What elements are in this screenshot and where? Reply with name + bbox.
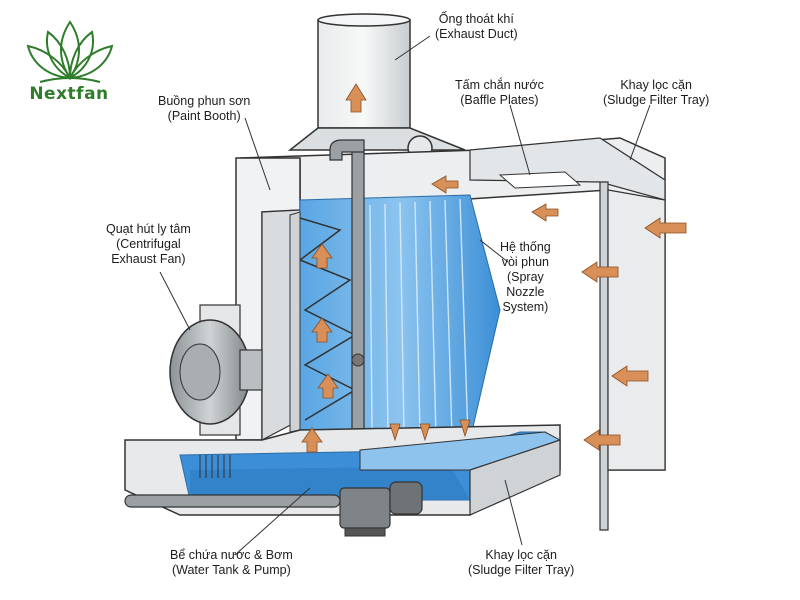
label-spray-nozzle: Hệ thống vòi phun (Spray Nozzle System) bbox=[500, 240, 551, 315]
label-baffle-plates: Tấm chắn nước (Baffle Plates) bbox=[455, 78, 544, 108]
label-centrifugal-fan-vi: Quạt hút ly tâm bbox=[106, 222, 191, 236]
label-paint-booth-vi: Buồng phun sơn bbox=[158, 94, 251, 108]
label-exhaust-duct-en: (Exhaust Duct) bbox=[435, 27, 518, 41]
leader-lines bbox=[159, 35, 651, 556]
label-exhaust-duct-vi: Ống thoát khí bbox=[438, 12, 514, 26]
label-sludge-tray-top-en: (Sludge Filter Tray) bbox=[603, 93, 710, 107]
label-water-tank-vi: Bể chứa nước & Bơm bbox=[170, 548, 293, 562]
label-water-tank-en: (Water Tank & Pump) bbox=[171, 563, 291, 577]
water-pump bbox=[339, 481, 423, 537]
label-centrifugal-fan: Quạt hút ly tâm (Centrifugal Exhaust Fan… bbox=[106, 222, 191, 267]
label-sludge-tray-top-vi: Khay lọc cặn bbox=[620, 78, 692, 92]
label-centrifugal-fan-en1: (Centrifugal bbox=[116, 237, 181, 251]
label-spray-nozzle-en2: Nozzle bbox=[506, 285, 545, 299]
label-spray-nozzle-en3: System) bbox=[502, 300, 549, 314]
label-baffle-plates-vi: Tấm chắn nước bbox=[455, 78, 544, 92]
water-tank bbox=[124, 424, 562, 516]
label-sludge-tray-bottom-vi: Khay lọc cặn bbox=[485, 548, 557, 562]
label-paint-booth: Buồng phun sơn (Paint Booth) bbox=[158, 94, 250, 124]
label-sludge-tray-bottom: Khay lọc cặn (Sludge Filter Tray) bbox=[468, 548, 574, 578]
label-sludge-tray-bottom-en: (Sludge Filter Tray) bbox=[468, 563, 575, 577]
airflow-arrows bbox=[301, 83, 687, 453]
label-spray-nozzle-en1: (Spray bbox=[506, 270, 544, 284]
water-curtain bbox=[289, 194, 501, 446]
label-exhaust-duct: Ống thoát khí (Exhaust Duct) bbox=[435, 12, 518, 42]
label-water-tank: Bể chứa nước & Bơm (Water Tank & Pump) bbox=[170, 548, 293, 578]
label-centrifugal-fan-en2: Exhaust Fan) bbox=[111, 252, 186, 266]
label-baffle-plates-en: (Baffle Plates) bbox=[460, 93, 539, 107]
label-spray-nozzle-vi2: vòi phun bbox=[501, 255, 549, 269]
label-paint-booth-en: (Paint Booth) bbox=[167, 109, 241, 123]
brand-name: Nextfan bbox=[29, 84, 109, 104]
centrifugal-fan bbox=[169, 304, 263, 436]
lotus-logo-icon bbox=[26, 20, 114, 83]
water-pipe bbox=[329, 139, 365, 511]
label-spray-nozzle-vi1: Hệ thống bbox=[500, 240, 551, 254]
label-sludge-tray-top: Khay lọc cặn (Sludge Filter Tray) bbox=[603, 78, 709, 108]
